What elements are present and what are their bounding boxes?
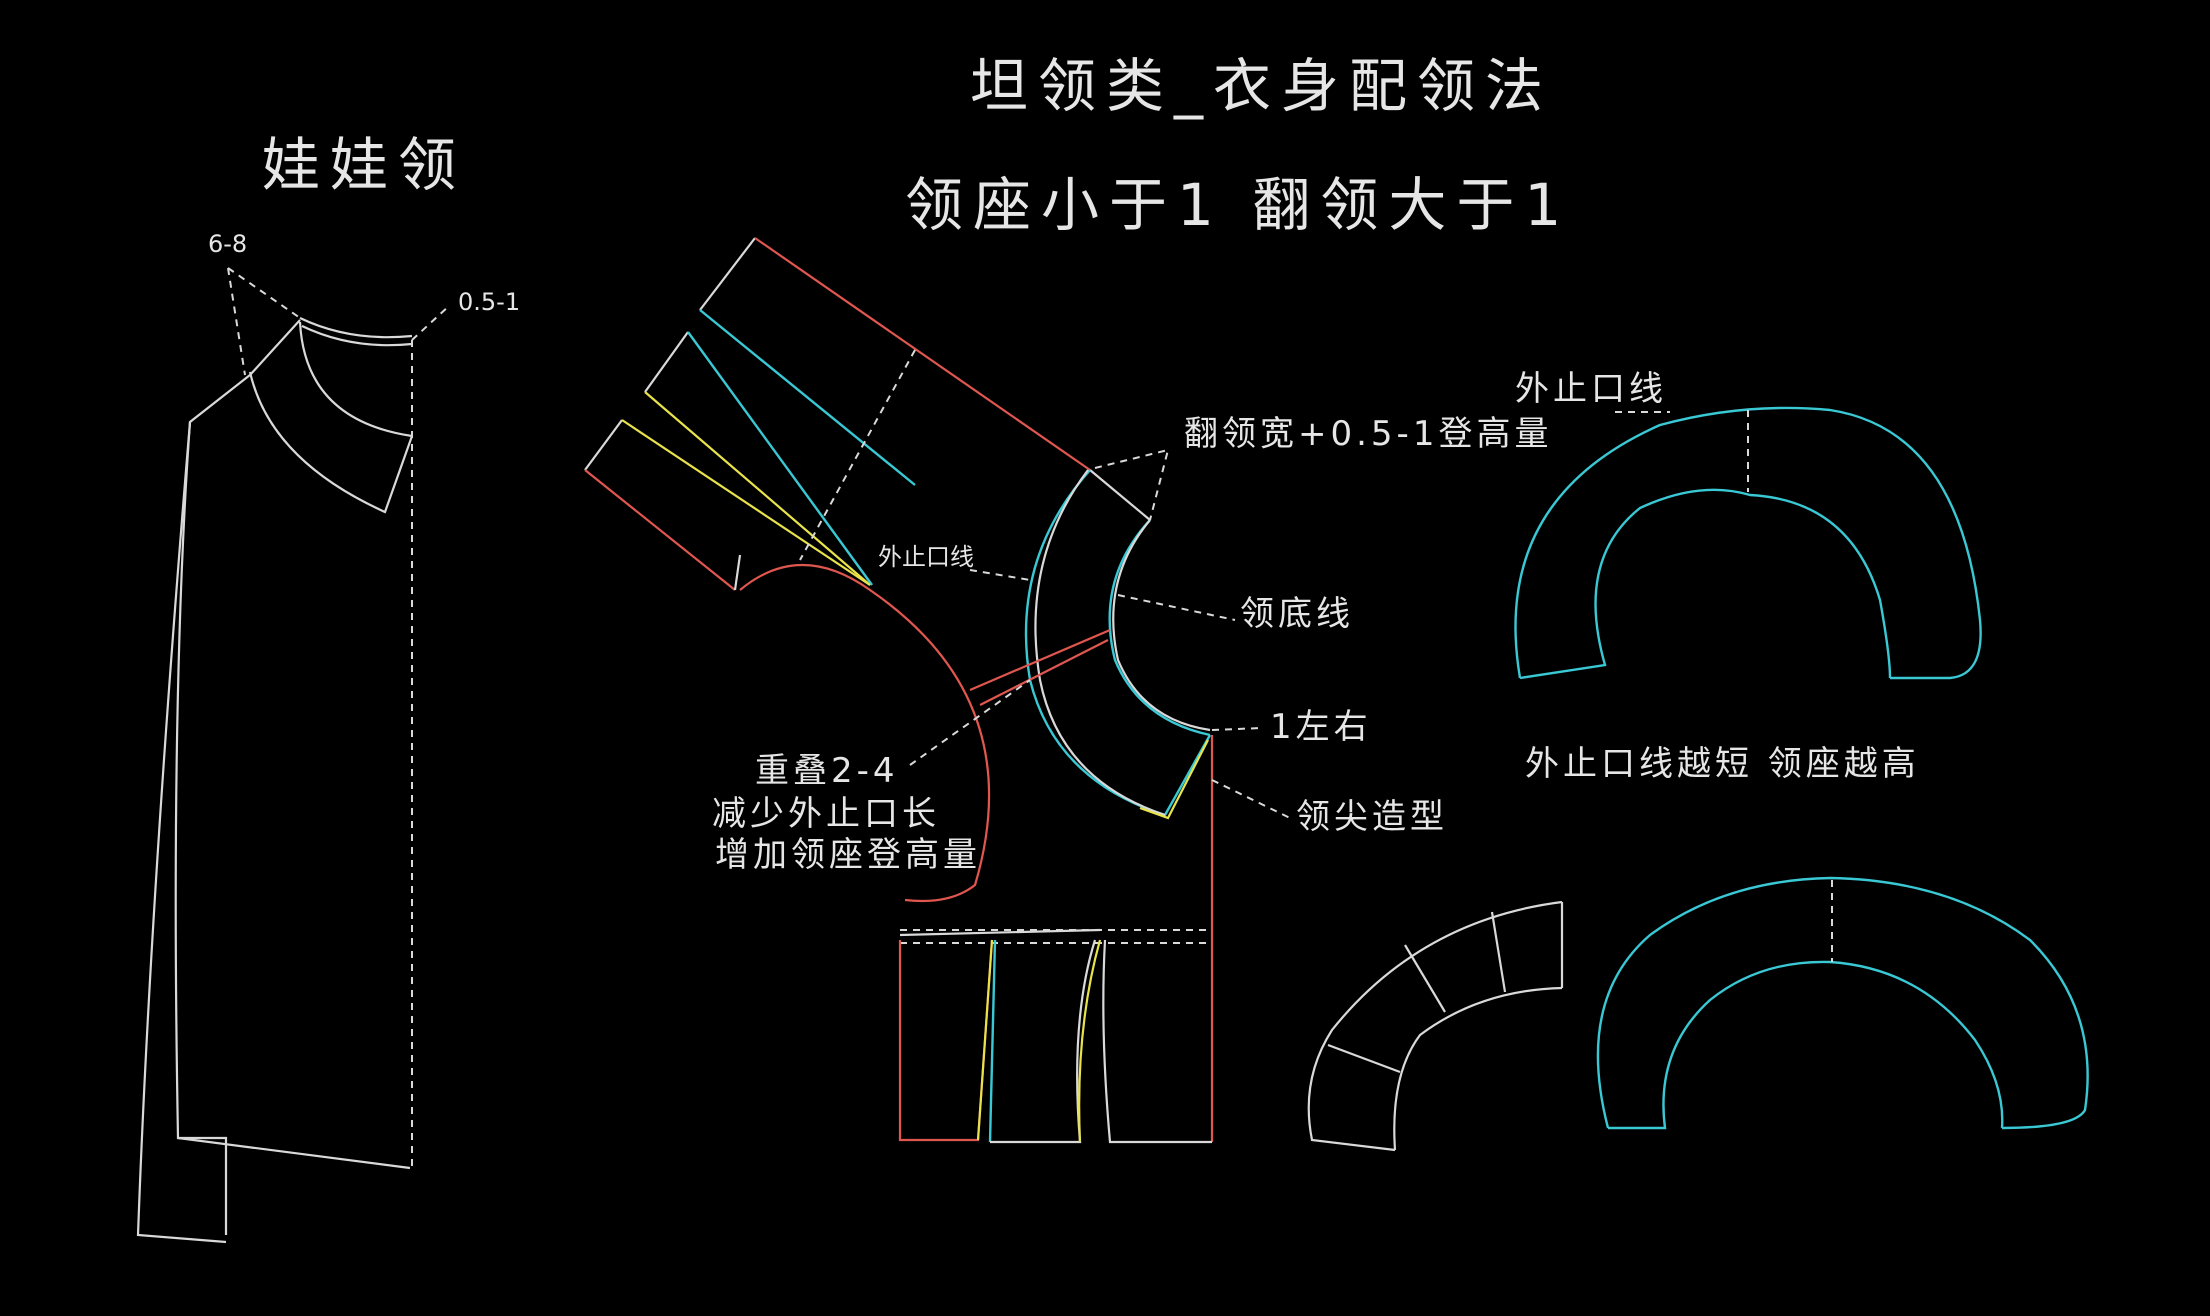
left-collar-inner	[298, 321, 413, 438]
bottom-panel-1-yellow	[976, 939, 994, 1141]
shoulder-panel-3-bottom	[733, 554, 742, 591]
left-collar-neckline-inner	[301, 325, 413, 347]
outer-line-small-label: 外止口线	[878, 543, 974, 571]
segment-line-1	[1490, 911, 1507, 993]
dim-6-8-label: 6-8	[208, 230, 247, 258]
bottom-panel-2-cyan	[988, 939, 997, 1143]
outer-line-label: 外止口线	[1515, 369, 1667, 409]
peter-pan-collar-title: 娃娃领	[262, 131, 466, 199]
shoulder-panel-2-cyan	[687, 331, 873, 586]
dim-0-5-1-label: 0.5-1	[458, 288, 520, 316]
shoulder-panel-1-right	[1089, 469, 1151, 521]
bottom-panel-3	[1102, 939, 1212, 1144]
shoulder-panel-1	[699, 237, 756, 311]
leader-collar-tip	[1211, 779, 1291, 819]
collar-neck-edge	[1108, 519, 1211, 737]
shoulder-panel-3-yellow	[621, 419, 871, 586]
approx-1-label: 1左右	[1270, 707, 1372, 747]
overlap-line-2	[979, 639, 1109, 706]
shoulder-panel-1-top	[754, 237, 1091, 471]
right-collar-figures: 外止口线 外止口线越短 领座越高	[1307, 369, 2089, 1152]
left-dim-line-0-5-1	[411, 304, 451, 341]
segment-line-3	[1327, 1043, 1401, 1074]
flip-width-label: 翻领宽+0.5-1登高量	[1184, 414, 1552, 454]
diagram-title: 坦领类_衣身配领法	[970, 52, 1553, 120]
overlap-line-1	[969, 628, 1111, 692]
left-hem	[177, 1136, 411, 1170]
lower-collar-inner	[1608, 960, 2004, 1130]
left-collar-outer	[248, 371, 414, 514]
bottom-panel-1	[898, 939, 994, 1142]
leader-approx-1	[1211, 727, 1263, 731]
collar-outer-edge-white	[1034, 469, 1166, 817]
left-collar-neckline	[299, 317, 413, 339]
lower-collar-outer	[1596, 876, 2089, 1130]
shoulder-panel-3	[584, 419, 623, 471]
collar-tip-yellow	[1139, 739, 1209, 820]
upper-collar-inner	[1519, 488, 1892, 680]
upper-collar-outer	[1514, 406, 1982, 680]
shoulder-panel-2	[644, 331, 689, 393]
collar-outer-edge	[1024, 469, 1212, 817]
overlap-label-1: 重叠2-4	[755, 751, 899, 791]
middle-pattern-figure: 翻领宽+0.5-1登高量 外止口线 领底线 1左右 领尖造型 重叠2-4 减少外…	[584, 237, 1552, 1144]
neck-base-label: 领底线	[1240, 594, 1354, 634]
shoulder-panel-3-red	[584, 469, 736, 591]
collar-tip-label: 领尖造型	[1296, 797, 1448, 837]
shoulder-panel-2-yellow	[644, 391, 871, 586]
leader-overlap	[909, 679, 1031, 766]
shoulder-dashed-1	[799, 349, 916, 561]
left-bodice-outline	[174, 319, 301, 1235]
dart-line	[899, 928, 1101, 937]
left-dim-line-6-8	[227, 267, 301, 376]
front-armhole-curve	[739, 564, 991, 903]
overlap-label-3: 增加领座登高量	[715, 835, 981, 875]
leader-neck-base	[1117, 594, 1236, 621]
leader-flip-width	[1094, 448, 1170, 521]
overlap-label-2: 减少外止口长	[712, 794, 940, 834]
diagram-subtitle: 领座小于1 翻领大于1	[905, 171, 1571, 239]
collar-neck-edge-white	[1112, 519, 1211, 732]
segmented-collar-inner	[1393, 986, 1563, 1151]
segment-line-2	[1404, 944, 1446, 1013]
left-front-edge	[136, 421, 227, 1244]
left-bodice-figure: 6-8 0.5-1	[136, 230, 520, 1244]
bottom-panel-2-yellow	[1078, 939, 1102, 1143]
shoulder-panel-1-cyan	[699, 309, 916, 486]
segmented-collar-outer	[1307, 900, 1563, 1152]
leader-outer-line-small	[969, 569, 1031, 581]
rule-label: 外止口线越短 领座越高	[1525, 744, 1920, 784]
